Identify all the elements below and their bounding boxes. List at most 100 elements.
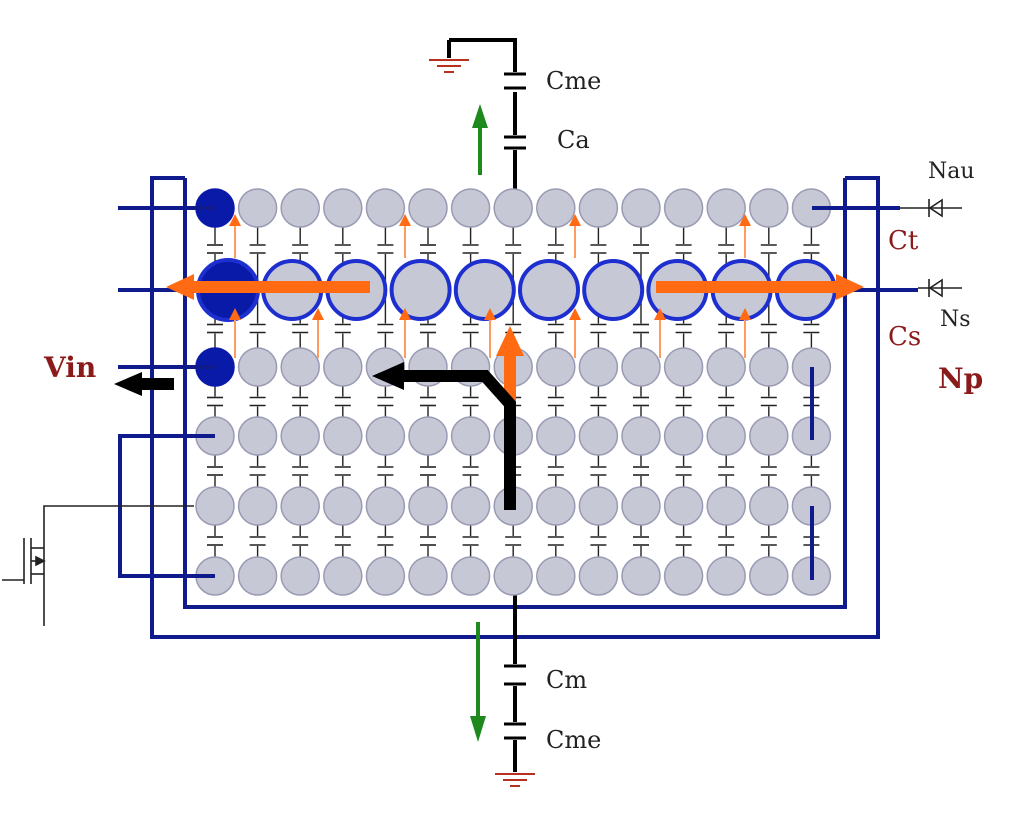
pixel-cell bbox=[621, 416, 661, 456]
pixel-cell bbox=[323, 188, 363, 228]
diode-ns-icon bbox=[918, 278, 962, 298]
pixel-cell bbox=[237, 556, 278, 596]
pixel-cell bbox=[280, 188, 320, 228]
large-pixel-cell bbox=[389, 259, 452, 321]
charge-arrow-head bbox=[312, 308, 324, 320]
pixel-cell bbox=[365, 556, 406, 596]
pixel-cell bbox=[578, 556, 619, 596]
capacitor-cme-top bbox=[504, 72, 526, 90]
pixel-cell bbox=[280, 486, 320, 526]
pixel-cell bbox=[663, 486, 704, 526]
pixel-cell bbox=[323, 486, 363, 526]
pixel-cell bbox=[365, 416, 406, 456]
orange-arrow-right bbox=[656, 274, 864, 300]
pixel-cell bbox=[706, 556, 746, 596]
orange-arrow-left bbox=[166, 274, 370, 300]
pixel-cell bbox=[621, 347, 661, 387]
pixel-cell bbox=[408, 486, 448, 526]
green-arrow-up bbox=[472, 104, 488, 175]
top-wiring bbox=[447, 38, 517, 190]
pixel-cell bbox=[663, 416, 704, 456]
label-vin: Vin bbox=[43, 351, 96, 384]
pixel-cell bbox=[578, 486, 619, 526]
pixel-cell bbox=[663, 188, 704, 228]
label-cme-top: Cme bbox=[546, 67, 601, 95]
pixel-cell bbox=[749, 416, 789, 456]
charge-arrow-head bbox=[484, 308, 496, 320]
transistor-icon bbox=[2, 505, 194, 626]
pixel-cell bbox=[749, 347, 789, 387]
pixel-cell bbox=[408, 188, 448, 228]
pixel-cell bbox=[280, 416, 320, 456]
charge-arrow-head bbox=[399, 308, 411, 320]
pixel-cell bbox=[323, 556, 363, 596]
vin-arrow bbox=[114, 372, 174, 396]
pixel-cell bbox=[706, 347, 746, 387]
pixel-cell bbox=[663, 556, 704, 596]
pixel-cell bbox=[749, 188, 789, 228]
pixel-cell bbox=[280, 347, 320, 387]
pixel-cell bbox=[578, 416, 619, 456]
label-ns: Ns bbox=[940, 307, 971, 332]
pixel-cell bbox=[450, 486, 491, 526]
charge-arrow-head bbox=[739, 214, 751, 226]
label-ca: Ca bbox=[557, 126, 590, 154]
pixel-cell bbox=[493, 556, 533, 596]
pixel-cell bbox=[195, 486, 235, 526]
pixel-cell bbox=[536, 416, 576, 456]
ground-icon bbox=[429, 59, 469, 73]
pixel-cell bbox=[450, 416, 491, 456]
pixel-cell bbox=[237, 416, 278, 456]
pixel-cell bbox=[450, 188, 491, 228]
pixel-cell bbox=[237, 188, 278, 228]
pixel-cell bbox=[536, 188, 576, 228]
pixel-cell bbox=[493, 188, 533, 228]
charge-arrow-head bbox=[229, 214, 241, 226]
pixel-cell bbox=[749, 556, 789, 596]
large-pixel-cell bbox=[453, 259, 516, 321]
pixel-cell bbox=[536, 347, 576, 387]
pixel-cell bbox=[323, 347, 363, 387]
charge-arrow-head bbox=[569, 214, 581, 226]
pixel-cell bbox=[365, 486, 406, 526]
diode-nau-icon bbox=[900, 198, 962, 218]
pixel-cell bbox=[706, 486, 746, 526]
pixel-cell bbox=[621, 188, 661, 228]
pixel-cell bbox=[536, 486, 576, 526]
pixel-cell bbox=[621, 486, 661, 526]
charge-arrow-head bbox=[739, 308, 751, 320]
pixel-cell bbox=[578, 188, 619, 228]
capacitor-cm bbox=[504, 664, 526, 686]
large-pixel-cell bbox=[518, 259, 580, 321]
pixel-cell bbox=[280, 556, 320, 596]
pixel-cell bbox=[365, 188, 406, 228]
charge-arrows bbox=[229, 214, 751, 358]
label-cme-bottom: Cme bbox=[546, 726, 601, 754]
pixel-cell bbox=[536, 556, 576, 596]
label-cm: Cm bbox=[546, 666, 587, 694]
pixel-cell bbox=[706, 188, 746, 228]
pixel-cell bbox=[578, 347, 619, 387]
pixel-cell bbox=[706, 416, 746, 456]
black-current-path bbox=[372, 362, 516, 510]
pixel-cell bbox=[408, 556, 448, 596]
pixel-cell bbox=[450, 556, 491, 596]
pixel-cell bbox=[749, 486, 789, 526]
green-arrow-down bbox=[470, 622, 486, 742]
pixel-cell bbox=[621, 556, 661, 596]
charge-arrow-head bbox=[654, 308, 666, 320]
charge-arrow-head bbox=[229, 308, 241, 320]
capacitor-cme-bottom bbox=[504, 722, 526, 740]
charge-arrow-head bbox=[399, 214, 411, 226]
pixel-cell bbox=[237, 347, 278, 387]
charge-arrow-head bbox=[569, 308, 581, 320]
ground-bottom-icon bbox=[495, 773, 535, 787]
pixel-cell bbox=[323, 416, 363, 456]
pixel-cell bbox=[237, 486, 278, 526]
capacitor-ca bbox=[504, 135, 526, 150]
label-nau: Nau bbox=[928, 159, 975, 184]
label-np: Np bbox=[938, 362, 983, 395]
pixel-cell bbox=[663, 347, 704, 387]
label-cs: Cs bbox=[888, 322, 921, 352]
